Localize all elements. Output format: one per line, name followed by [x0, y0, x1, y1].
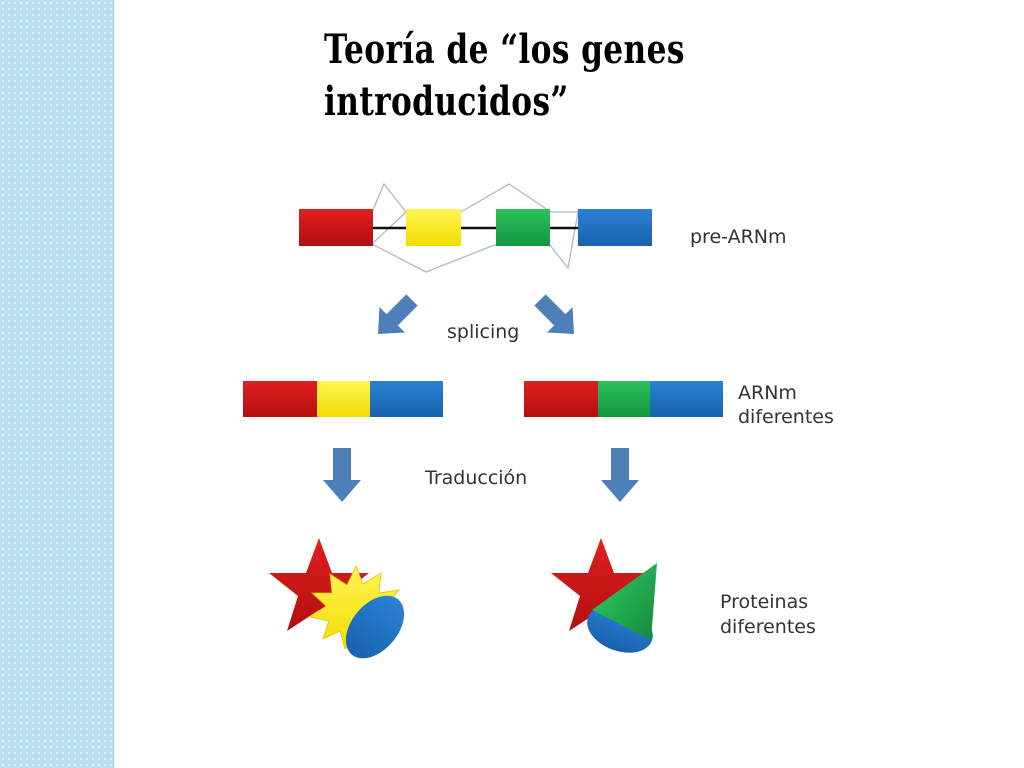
mrna1-segment-yellow [317, 381, 370, 417]
arrow-splice-left [378, 294, 418, 334]
arrow-translate-left [323, 448, 361, 502]
mrna1-segment-blue [370, 381, 443, 417]
exon-yellow [406, 209, 461, 246]
mrna2-segment-green [598, 381, 650, 417]
label-proteins-line-2: diferentes [720, 616, 816, 638]
mrna1-segment-red [243, 381, 317, 417]
mrna2-segment-red [524, 381, 598, 417]
label-mrna-line-2: diferentes [738, 406, 834, 428]
exon-green [496, 209, 550, 246]
slide-title: Teoría de “los genes introducidos” [324, 24, 685, 128]
label-pre-mrna: pre-ARNm [690, 226, 787, 248]
label-translation: Traducción [424, 467, 527, 489]
label-splicing: splicing [447, 321, 519, 343]
protein-1 [269, 538, 406, 659]
mrna2-segment-blue [650, 381, 723, 417]
splice-path-right [460, 183, 579, 270]
label-mrna-line-1: ARNm [738, 382, 797, 404]
protein2-cone [592, 563, 657, 640]
decorative-side-band [0, 0, 114, 768]
mrna-variant-1 [243, 381, 443, 417]
slide-title-line-2: introducidos” [324, 78, 569, 125]
exon-red [299, 209, 373, 246]
mrna-variant-2 [524, 381, 723, 417]
arrow-translate-right [601, 448, 639, 502]
protein1-star [269, 538, 369, 631]
slide-title-line-1: Teoría de “los genes [324, 26, 685, 73]
arrow-splice-right [534, 294, 574, 334]
protein2-star [551, 538, 651, 631]
exon-blue [578, 209, 652, 246]
label-proteins-line-1: Proteinas [720, 591, 808, 613]
protein-2 [551, 538, 657, 653]
protein1-ellipse [345, 595, 405, 659]
pre-mrna-strand [299, 182, 652, 273]
